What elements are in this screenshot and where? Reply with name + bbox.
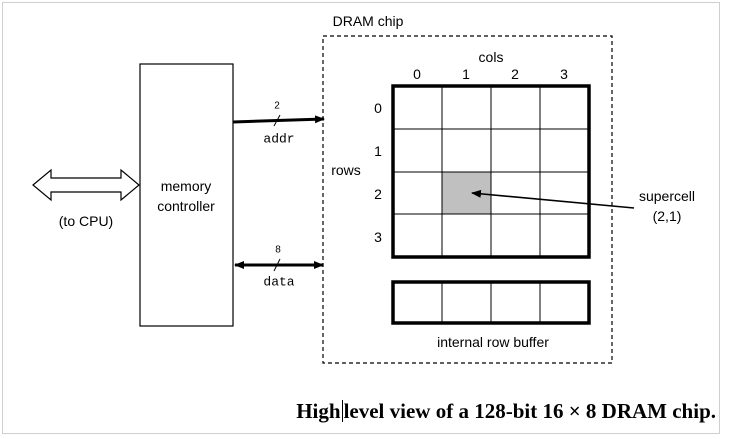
addr-label: addr <box>263 131 295 147</box>
internal-row-buffer <box>391 280 591 325</box>
memory-controller-box <box>139 63 234 327</box>
addr-width-label: 2 <box>274 100 280 112</box>
supercell-highlight <box>442 172 491 214</box>
col-index-3: 3 <box>560 66 568 82</box>
col-index-1: 1 <box>462 66 470 82</box>
col-index-2: 2 <box>511 66 519 82</box>
dram-cell-grid <box>391 84 591 259</box>
rows-label: rows <box>331 162 361 178</box>
row-buffer-label: internal row buffer <box>437 334 549 350</box>
addr-width-slash <box>273 114 281 127</box>
cpu-label: (to CPU) <box>58 213 114 229</box>
caption-part1: High <box>296 399 341 423</box>
data-label: data <box>263 274 295 290</box>
caption-part2: level view of a 128-bit 16 × 8 DRAM chip… <box>343 399 716 423</box>
memory-controller-label-line1: memory <box>160 178 212 194</box>
addr-line <box>232 115 325 124</box>
data-width-slash <box>273 258 281 272</box>
dram-chip-label: DRAM chip <box>332 13 404 29</box>
row-index-0: 0 <box>374 100 382 116</box>
supercell-label: supercell <box>638 188 696 204</box>
cpu-bus-arrow <box>32 168 140 202</box>
cols-label: cols <box>478 49 504 65</box>
row-index-2: 2 <box>374 186 382 202</box>
figure-border <box>2 2 720 434</box>
col-index-0: 0 <box>413 66 421 82</box>
supercell-pointer-arrow <box>471 189 635 209</box>
text-cursor <box>341 400 343 422</box>
supercell-coords: (2,1) <box>652 208 682 224</box>
row-index-1: 1 <box>374 143 382 159</box>
data-width-label: 8 <box>275 244 281 256</box>
row-index-3: 3 <box>374 229 382 245</box>
memory-controller-label-line2: controller <box>157 198 215 214</box>
